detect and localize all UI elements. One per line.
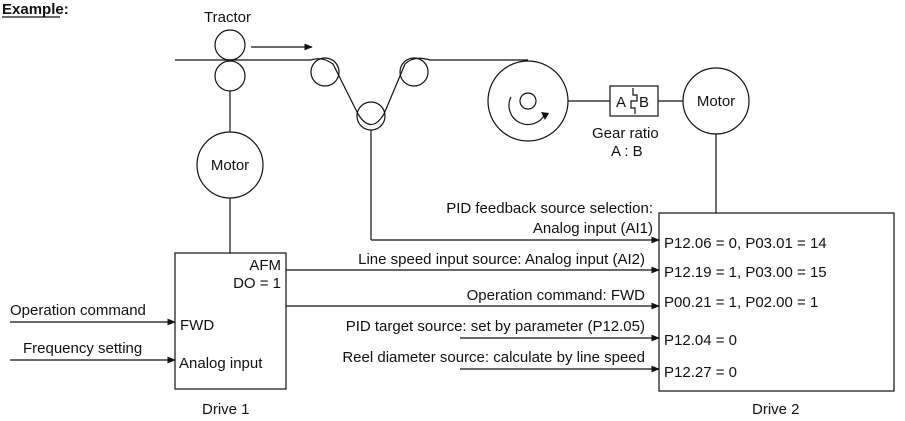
drive-1-do-terminal: DO = 1 (233, 275, 281, 292)
gearbox-label-a: A (616, 94, 626, 111)
motor-1-label: Motor (211, 157, 249, 174)
gearbox-label-b: B (639, 94, 649, 111)
gearbox-coupling-symbol (630, 88, 638, 114)
reel-core (519, 92, 537, 110)
guide-roller-2 (399, 57, 429, 87)
pid-target-source-label: PID target source: set by parameter (P12… (346, 318, 645, 335)
drive-1-analog-input-terminal: Analog input (179, 355, 263, 372)
drive-1-fwd-terminal: FWD (180, 317, 214, 334)
drive-2-param-1: P12.06 = 0, P03.01 = 14 (664, 235, 827, 252)
motor-2-label: Motor (697, 93, 735, 110)
reel-rotation-arrowhead (541, 112, 549, 120)
drive-1-label: Drive 1 (202, 401, 250, 418)
line-speed-signal-label: Line speed input source: Analog input (A… (358, 251, 645, 268)
example-heading: Example: (2, 1, 69, 18)
pid-feedback-label: PID feedback source selection: (446, 200, 653, 217)
tractor-label: Tractor (204, 9, 251, 26)
dancer-roller (356, 101, 386, 131)
gear-ratio-label: Gear ratio (592, 125, 659, 142)
web-line-path (310, 57, 528, 126)
tractor-roller-bottom (214, 60, 246, 92)
tractor-roller-top (214, 29, 246, 61)
drive-1-box (174, 252, 287, 390)
operation-command-signal-label: Operation command: FWD (467, 287, 646, 304)
drive-2-param-2: P12.19 = 1, P03.00 = 15 (664, 264, 827, 281)
drive-2-param-3: P00.21 = 1, P02.00 = 1 (664, 294, 818, 311)
gear-ratio-value: A : B (611, 143, 643, 160)
operation-command-input-label: Operation command (10, 302, 146, 319)
pid-feedback-label-2: Analog input (AI1) (533, 220, 653, 237)
drive-2-label: Drive 2 (752, 401, 800, 418)
reel-rotation-arc (508, 96, 546, 126)
drive-1-afm-terminal: AFM (249, 257, 281, 274)
guide-roller-1 (310, 57, 340, 87)
drive-2-box (658, 212, 895, 392)
reel-diameter-source-label: Reel diameter source: calculate by line … (342, 349, 645, 366)
frequency-setting-input-label: Frequency setting (23, 340, 142, 357)
drive-2-param-5: P12.27 = 0 (664, 364, 737, 381)
drive-2-param-4: P12.04 = 0 (664, 332, 737, 349)
